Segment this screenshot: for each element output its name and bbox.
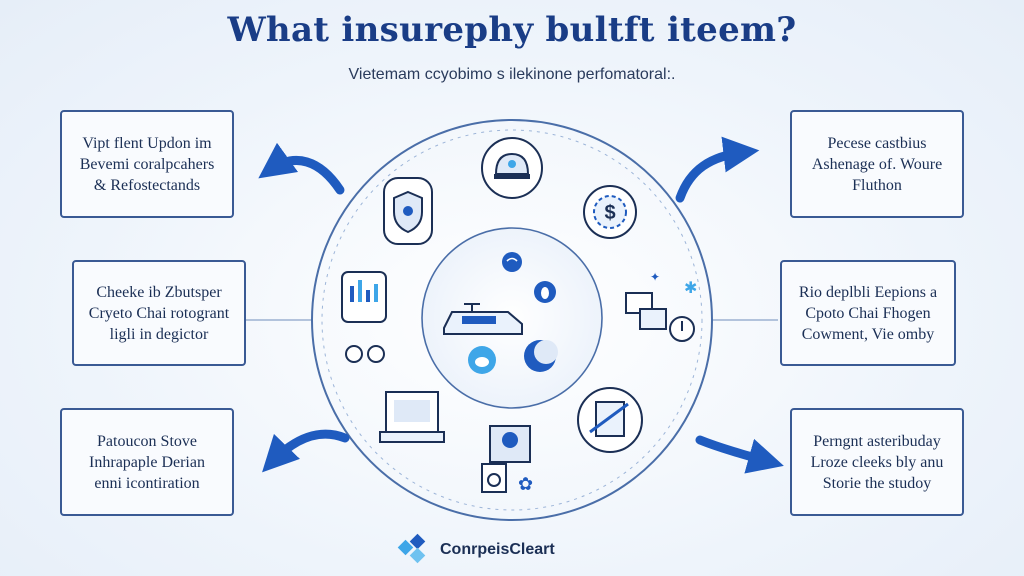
brand-logo-icon xyxy=(397,533,426,564)
box-line: Lroze cleeks bly anu xyxy=(810,453,944,471)
brand-name: ConrpeisCleart xyxy=(440,541,555,558)
laptop-icon xyxy=(379,391,445,443)
box-line: Bevemi coralpcahers xyxy=(79,155,215,173)
svg-text:✱: ✱ xyxy=(684,278,697,297)
box-line: Storie the studoy xyxy=(822,474,932,492)
page-title: What insurephy bultft iteem? xyxy=(227,10,797,50)
box-line: Pecese castbius xyxy=(827,134,927,152)
server-chart-icon xyxy=(341,271,387,363)
svg-text:✦: ✦ xyxy=(650,270,660,284)
shield-lock-icon xyxy=(383,177,433,245)
box-line: Cpoto Chai Fhogen xyxy=(805,304,931,322)
cloud-icon xyxy=(468,346,496,374)
box-line: Ashenage of. Woure xyxy=(811,155,943,173)
arrow-bottom-right xyxy=(695,435,784,474)
box-line: Patoucon Stove xyxy=(97,432,197,450)
page-subtitle: Vietemam ccyobimo s ilekinone perfomator… xyxy=(348,66,676,83)
outer-ring xyxy=(311,119,713,521)
brand-footer: ConrpeisCleart xyxy=(396,532,555,568)
box-line: Rio deplbli Eepions a xyxy=(798,283,938,301)
svg-text:$: $ xyxy=(604,202,615,224)
arrow-bottom-left xyxy=(262,429,350,473)
box-line: Vipt flent Updon im xyxy=(82,134,212,152)
box-line: enni icontiration xyxy=(94,474,200,492)
person-document-icon: ✿ xyxy=(481,425,533,495)
helmet-icon xyxy=(481,137,543,199)
box-line: Fluthon xyxy=(852,176,902,194)
arrow-top-left xyxy=(258,142,345,195)
box-line: & Refostectands xyxy=(93,176,201,194)
svg-text:✿: ✿ xyxy=(518,474,533,495)
info-box-top-left: Vipt flent Updon im Bevemi coralpcahers & … xyxy=(60,110,234,218)
dollar-coin-icon: $ xyxy=(583,185,637,239)
box-line: Cheeke ib Zbutsper xyxy=(96,283,222,301)
box-line: Cowment, Vie omby xyxy=(801,325,935,343)
box-line: Inhrapaple Derian xyxy=(89,453,205,471)
arrow-top-right xyxy=(675,136,760,203)
bug-icon xyxy=(534,281,556,303)
car-icon xyxy=(443,303,523,335)
box-line: Cryeto Chai rotogrant xyxy=(88,304,230,322)
box-line: ligli in degictor xyxy=(109,325,209,343)
network-gear-icon: ✱ ✦ xyxy=(625,270,697,342)
moon-icon xyxy=(524,340,558,372)
document-scan-icon xyxy=(577,387,643,453)
box-line: Perngnt asteribuday xyxy=(813,432,941,450)
outer-ring-dashed xyxy=(321,129,703,511)
wifi-icon xyxy=(502,252,522,272)
